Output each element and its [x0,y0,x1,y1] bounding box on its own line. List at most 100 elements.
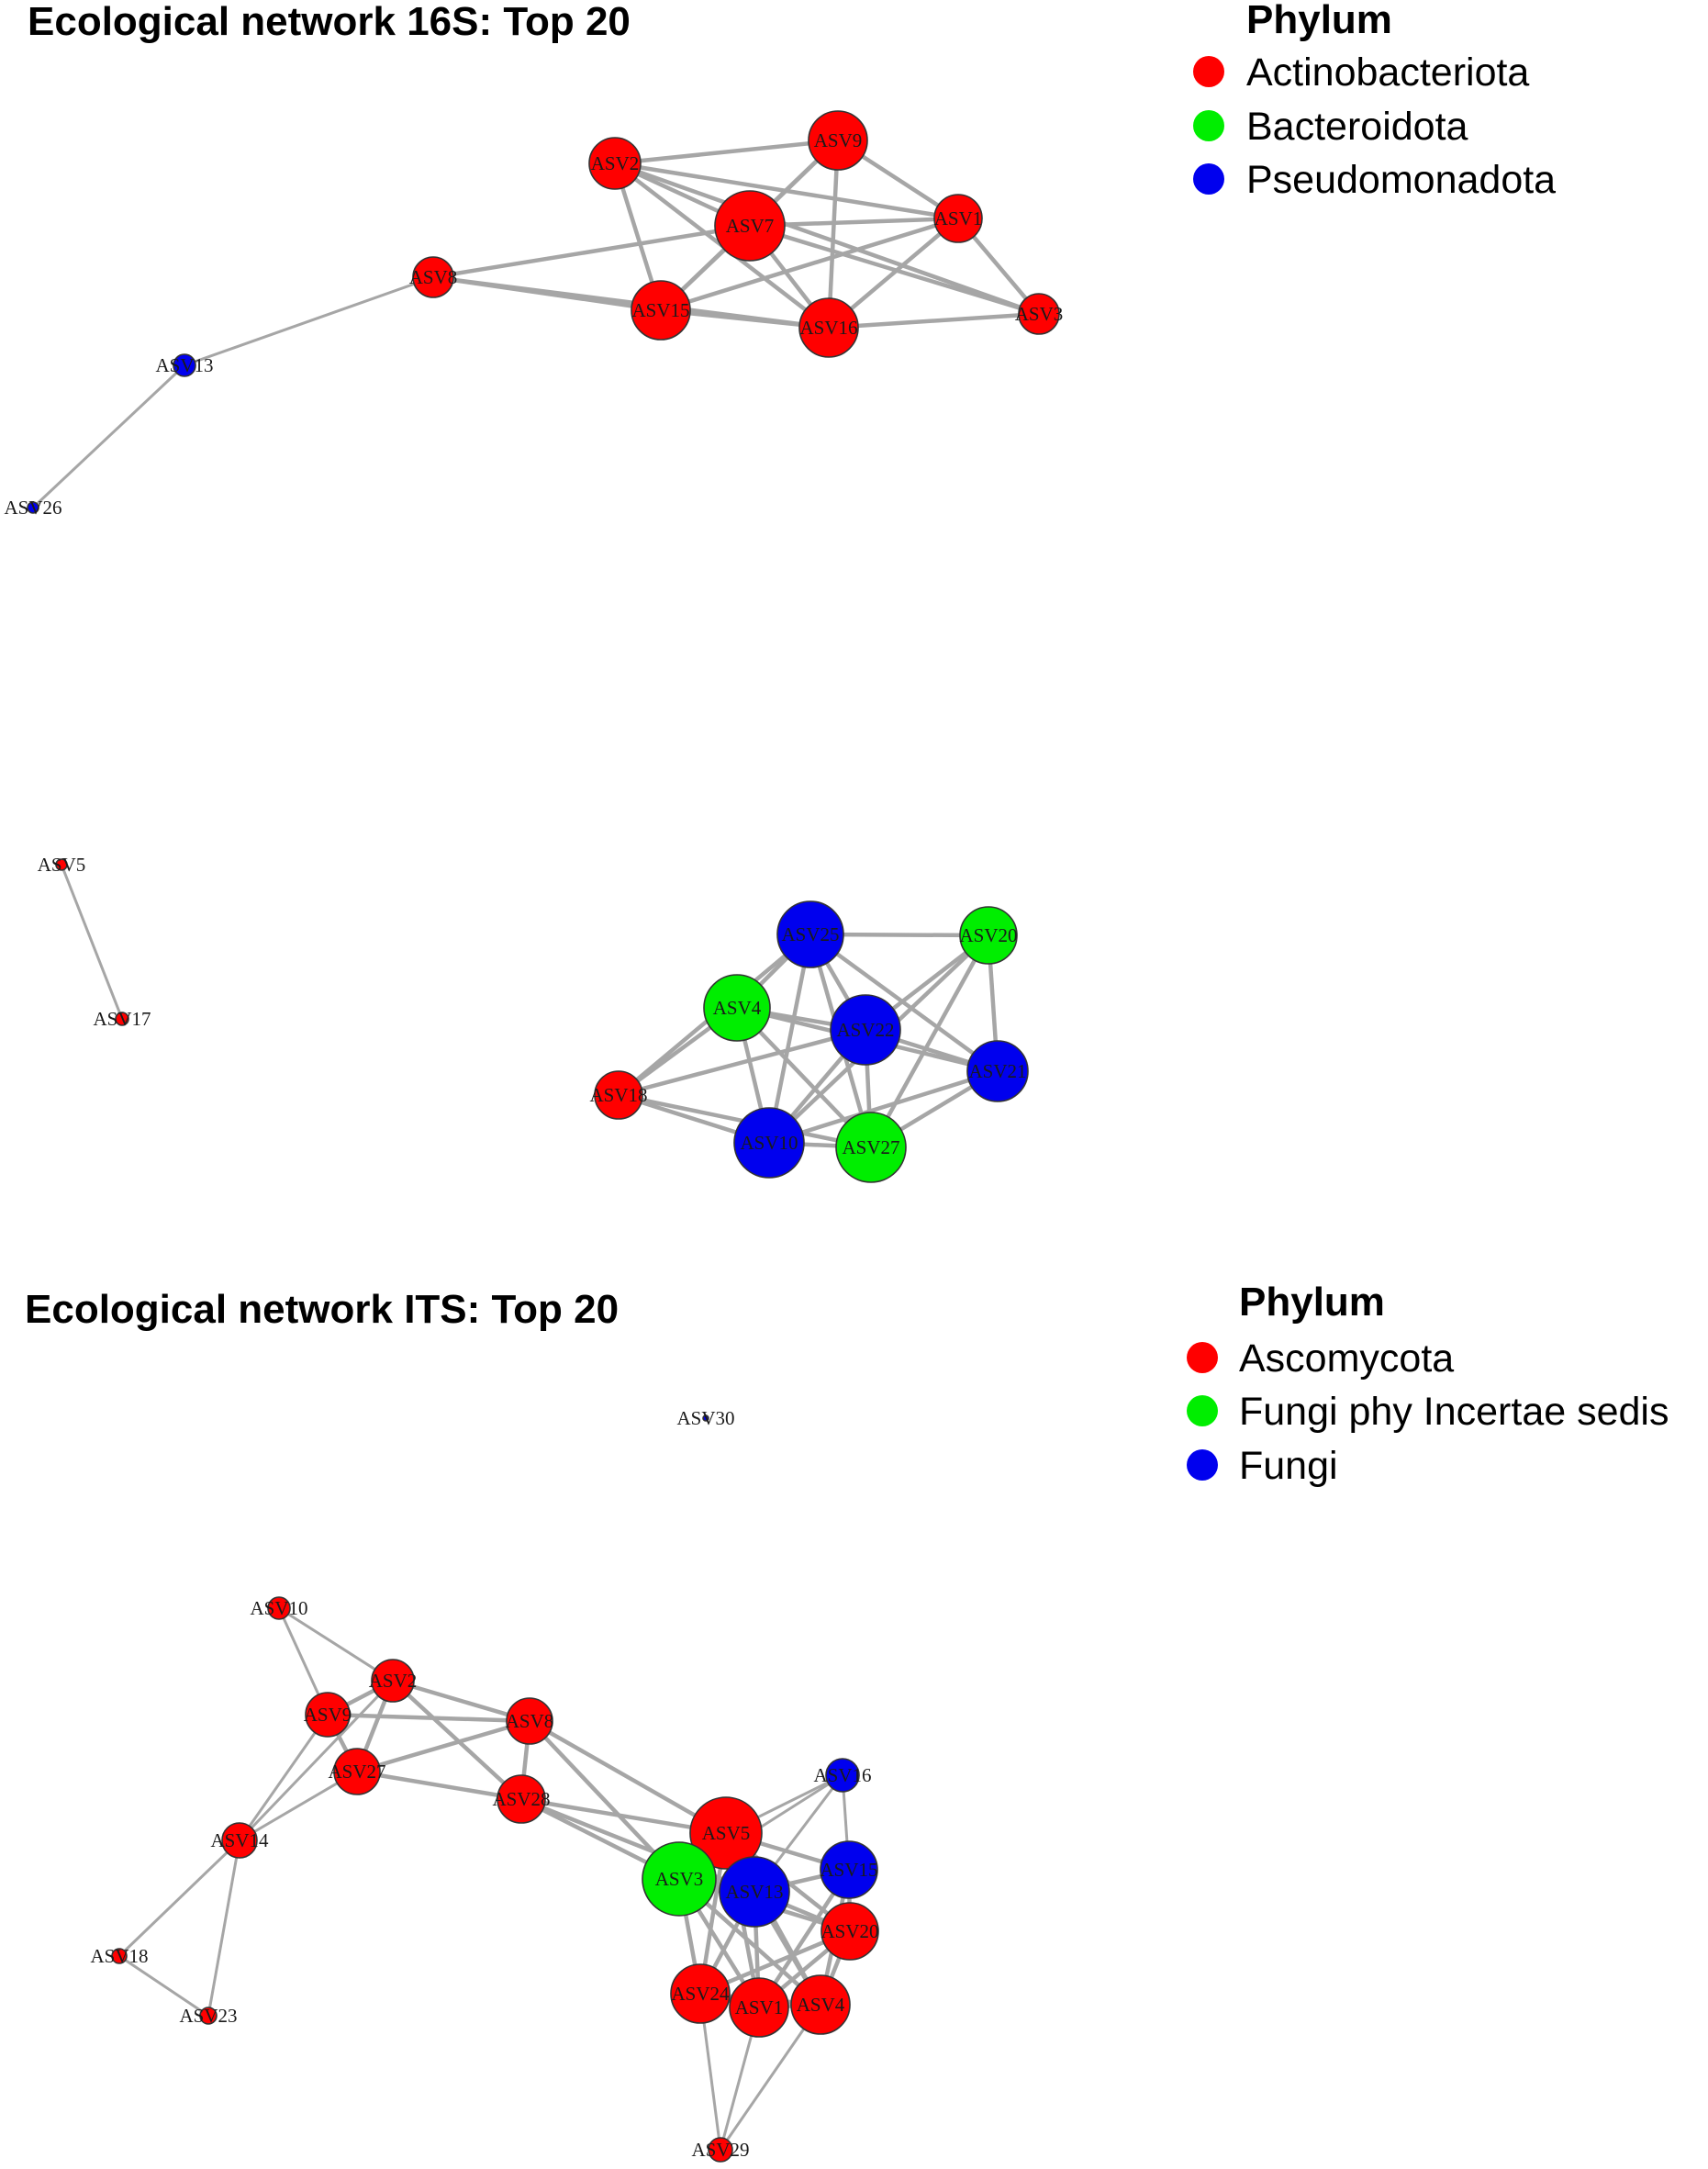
node-asv30: ASV30 [676,1407,734,1429]
node-asv3: ASV3 [642,1841,717,1917]
edge-asv7-asv8 [432,223,751,280]
node-label-asv2: ASV2 [369,1670,418,1692]
node-circle-asv8 [412,256,454,298]
node-label-asv10: ASV10 [740,1132,798,1154]
node-asv24: ASV24 [670,1963,731,2024]
edges-16s [31,138,1041,1150]
node-label-asv8: ASV8 [409,266,458,288]
legend-label-actinobacteriota: Actinobacteriota [1246,50,1529,95]
edge-asv1-asv15 [660,216,959,313]
node-circle-asv5 [689,1796,763,1870]
node-label-asv17: ASV17 [93,1008,151,1030]
node-circle-asv15 [631,280,691,341]
node-label-asv9: ASV9 [814,129,863,151]
node-label-asv21: ASV21 [968,1060,1026,1082]
node-label-asv20: ASV20 [959,924,1017,946]
node-circle-asv28 [497,1774,546,1824]
node-asv15: ASV15 [820,1840,878,1899]
node-asv16: ASV16 [813,1758,872,1793]
node-label-asv24: ASV24 [671,1983,730,2005]
node-label-asv27: ASV27 [328,1761,385,1783]
node-asv5: ASV5 [689,1796,763,1870]
node-circle-asv15 [820,1840,878,1899]
edge-asv2-asv9 [614,138,839,166]
node-circle-asv17 [115,1012,129,1026]
edge-asv2-asv14 [238,1679,395,1842]
node-circle-asv7 [714,190,786,262]
node-asv14: ASV14 [210,1822,269,1859]
node-asv23: ASV23 [179,2005,237,2027]
node-circle-asv23 [199,2007,218,2025]
node-circle-asv1 [933,194,983,243]
legend-label-bacteroidota: Bacteroidota [1246,105,1468,149]
node-asv9: ASV9 [808,110,868,171]
node-circle-asv27 [333,1748,381,1795]
node-circle-asv25 [776,900,844,968]
node-circle-asv9 [305,1692,351,1738]
edge-asv8-asv16 [432,274,830,330]
node-asv9: ASV9 [304,1692,352,1738]
node-asv15: ASV15 [631,280,691,341]
edge-asv9-asv8 [327,1712,530,1724]
edge-asv2-asv8 [392,1678,530,1724]
node-circle-asv18 [111,1948,128,1964]
node-asv25: ASV25 [776,900,844,968]
node-label-asv5: ASV5 [38,854,86,876]
node-label-asv14: ASV14 [210,1829,269,1851]
legend-title-its: Phylum [1239,1280,1385,1325]
panel-title-16s: Ecological network 16S: Top 20 [28,0,631,44]
node-label-asv8: ASV8 [506,1710,554,1732]
node-circle-asv4 [703,974,771,1042]
legend-label-incertae-sedis: Fungi phy Incertae sedis [1239,1390,1669,1434]
edge-asv16-asv3 [828,311,1040,330]
node-label-asv16: ASV16 [799,317,857,339]
node-label-asv13: ASV13 [725,1881,783,1903]
node-label-asv26: ASV26 [4,497,61,519]
edge-asv9-asv16 [826,140,841,329]
node-circle-asv8 [506,1697,553,1745]
node-asv4: ASV4 [790,1974,851,2035]
panel-its: Ecological network ITS: Top 20 Phylum As… [25,1280,1669,2163]
legend-swatch-ascomycota [1187,1342,1218,1373]
node-circle-asv16 [798,297,859,358]
node-label-asv25: ASV25 [781,923,839,945]
node-asv20: ASV20 [821,1902,879,1961]
node-label-asv23: ASV23 [179,2005,237,2027]
node-label-asv3: ASV3 [1015,303,1064,325]
node-circle-asv20 [959,906,1018,965]
node-label-asv18: ASV18 [90,1945,148,1967]
node-circle-asv27 [835,1112,907,1183]
node-circle-asv13 [719,1856,790,1928]
legend-16s: Phylum Actinobacteriota Bacteroidota Pse… [1193,0,1556,202]
node-asv18: ASV18 [90,1945,148,1967]
node-circle-asv20 [821,1902,879,1961]
legend-swatch-actinobacteriota [1193,56,1224,87]
node-asv2: ASV2 [369,1659,418,1703]
node-label-asv10: ASV10 [250,1597,307,1619]
node-circle-asv10 [267,1596,291,1620]
node-label-asv9: ASV9 [304,1704,352,1726]
edge-asv21-asv10 [768,1068,999,1146]
edge-asv10-asv2 [278,1606,394,1683]
edge-asv18-asv23 [118,1954,209,2018]
edge-asv14-asv18 [117,1839,241,1958]
edge-asv27-asv28 [356,1769,522,1802]
legend-swatch-bacteroidota [1193,110,1224,141]
node-asv13: ASV13 [155,353,214,377]
node-asv7: ASV7 [714,190,786,262]
node-circle-asv9 [808,110,868,171]
node-circle-asv3 [1018,293,1060,335]
node-asv10: ASV10 [250,1596,308,1620]
panel-16s: Ecological network 16S: Top 20 Phylum Ac… [4,0,1556,1183]
node-asv1: ASV1 [933,194,983,243]
node-label-asv1: ASV1 [934,207,983,229]
node-asv17: ASV17 [93,1008,151,1030]
node-label-asv4: ASV4 [713,997,762,1019]
node-label-asv5: ASV5 [702,1822,751,1844]
node-asv8: ASV8 [506,1697,554,1745]
node-circle-asv22 [830,994,901,1066]
node-asv22: ASV22 [830,994,901,1066]
node-label-asv27: ASV27 [842,1136,899,1158]
